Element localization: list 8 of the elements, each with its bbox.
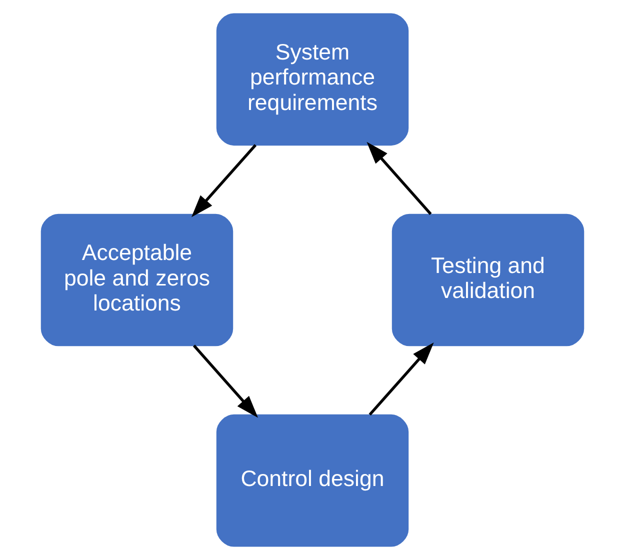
arrow (192, 344, 258, 418)
node-box: System performance requirements (216, 13, 409, 146)
arrow (191, 144, 257, 218)
node-box: Acceptable pole and zeros locations (40, 214, 234, 346)
arrow (368, 342, 434, 416)
node-box: Testing and validation (392, 214, 584, 346)
node-box: Control design (216, 414, 409, 547)
arrow (366, 142, 432, 215)
